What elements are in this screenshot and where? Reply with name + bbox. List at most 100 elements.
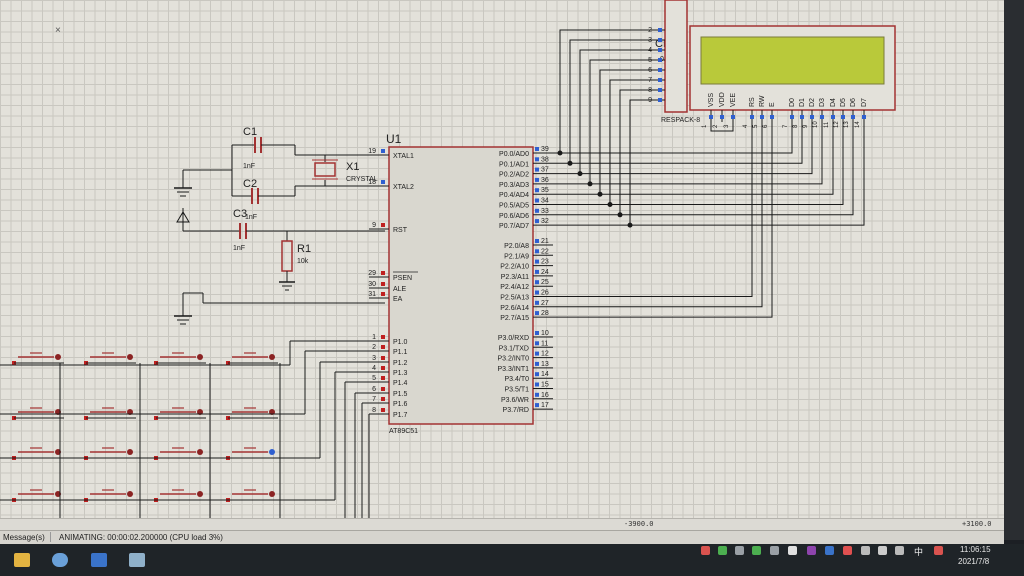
tray-app-icon-5[interactable] [807,546,816,555]
tray-sogou-icon[interactable] [934,546,943,555]
tray-app-icon-3[interactable] [770,546,779,555]
u1-microcontroller[interactable]: U1 AT89C51 19XTAL118XTAL29RST29PSEN30ALE… [368,132,553,435]
respack-pin-2: 2 [648,27,665,34]
lcd-pin-number: 12 [834,121,840,128]
tray-volume-icon[interactable] [878,546,887,555]
u1-pin-number: 29 [368,270,376,277]
lcd-pin-name: D1 [799,98,806,107]
keypad-button-r1-c3[interactable] [154,352,206,365]
u1-pin-3: 3P1.2 [369,355,408,367]
tray-wechat-icon[interactable] [752,546,761,555]
tray-app-icon-1[interactable] [701,546,710,555]
horizontal-scrollbar[interactable] [0,518,1004,531]
u1-pin-label: P0.4/AD4 [499,192,529,199]
u1-pin-label: P0.1/AD1 [499,161,529,168]
clock-date[interactable]: 2021/7/8 [958,557,990,566]
lcd-pin-d4: D4 11 [824,98,837,128]
lcd-pin-number: 13 [844,121,850,128]
u1-pin-number: 16 [541,392,549,399]
u1-pin-number: 35 [541,187,549,194]
respack-pin-number: 9 [648,97,652,104]
u1-pin-2: 2P1.1 [369,344,408,356]
u1-pin-number: 4 [372,365,376,372]
keypad-button-r2-c4[interactable] [226,407,278,420]
u1-pin-label: P1.0 [393,339,408,346]
u1-left-pins: 19XTAL118XTAL29RST29PSEN30ALE31EA1P1.02P… [368,148,418,419]
u1-pin-number: 18 [368,179,376,186]
tray-app-icon-7[interactable] [843,546,852,555]
u1-pin-number: 6 [372,386,376,393]
lcd-pin-name: VDD [719,92,726,107]
u1-pin-number: 1 [372,334,376,341]
lcd-screen [700,36,885,85]
keypad-matrix[interactable] [12,352,278,502]
lcd-pin-d2: D29 [803,98,816,128]
messages-indicator[interactable]: Message(s) [3,533,45,542]
visual-studio-icon[interactable] [91,553,107,567]
status-bar: Message(s) ANIMATING: 00:00:02.200000 (C… [0,530,1004,545]
respack-pin-9: 9 [648,97,665,104]
tray-app-icon-4[interactable] [788,546,797,555]
lcd-pin-number: 10 [813,121,819,128]
u1-pin-number: 38 [541,156,549,163]
tray-keyboard-icon[interactable] [895,546,904,555]
u1-pin-number: 15 [541,382,549,389]
u1-pin-label: P2.2/A10 [500,264,529,271]
tray-app-icon-2[interactable] [718,546,727,555]
lcd-pin-number: 1 [702,124,708,128]
status-divider [50,532,51,542]
animating-status: ANIMATING: 00:00:02.200000 (CPU load 3%) [59,533,223,542]
lcd-pin-number: 11 [824,121,830,128]
u1-pin-number: 9 [372,222,376,229]
u1-pin-label: P3.3/INT1 [497,366,529,373]
app-circle-icon[interactable] [52,553,68,567]
lcd-pin-d1: D18 [793,98,806,128]
c2-value-label: 1nF [245,214,257,221]
u1-pin-label: P2.4/A12 [500,284,529,291]
u1-pin-number: 24 [541,269,549,276]
keypad-button-r1-c2[interactable] [84,352,136,365]
u1-pin-number: 34 [541,198,549,205]
u1-pin-number: 25 [541,279,549,286]
u1-pin-label: RST [393,227,408,234]
c1-ref-label: C1 [243,126,257,138]
u1-pin-label: EA [393,296,403,303]
lcd-component[interactable]: CD1 016L VSS1VDD2VEE3RS4RW5E6D07D18D29D3… [655,25,896,128]
schematic-drawing[interactable]: CD1 016L VSS1VDD2VEE3RS4RW5E6D07D18D29D3… [0,0,1004,520]
oscillator-circuit[interactable]: C1 1nF C2 1nF C3 1nF X1 CRYSTAL R1 10k [174,126,385,325]
ime-indicator[interactable]: 中 [914,547,924,557]
clock-time[interactable]: 11:06:15 [960,545,991,554]
tray-shield-icon[interactable] [735,546,744,555]
respack-pin-number: 4 [648,47,652,54]
schematic-canvas[interactable]: CD1 016L VSS1VDD2VEE3RS4RW5E6D07D18D29D3… [0,0,1004,520]
p2-control-wires [553,122,773,318]
respack-pin-7: 7 [648,77,665,84]
u1-part-label: AT89C51 [389,428,418,435]
x1-value-label: CRYSTAL [346,176,378,183]
x1-ref-label: X1 [346,161,359,173]
u1-pin-number: 32 [541,218,549,225]
keypad-button-r1-c1[interactable] [12,352,64,365]
lcd-pin-name: D4 [830,98,837,107]
keypad-button-r1-c4[interactable] [226,352,278,365]
file-explorer-icon[interactable] [14,553,30,567]
tray-app-icon-6[interactable] [825,546,834,555]
lcd-pin-number: 5 [753,124,759,128]
proteus-icon[interactable] [129,553,145,567]
u1-pin-number: 5 [372,375,376,382]
tray-network-icon[interactable] [861,546,870,555]
